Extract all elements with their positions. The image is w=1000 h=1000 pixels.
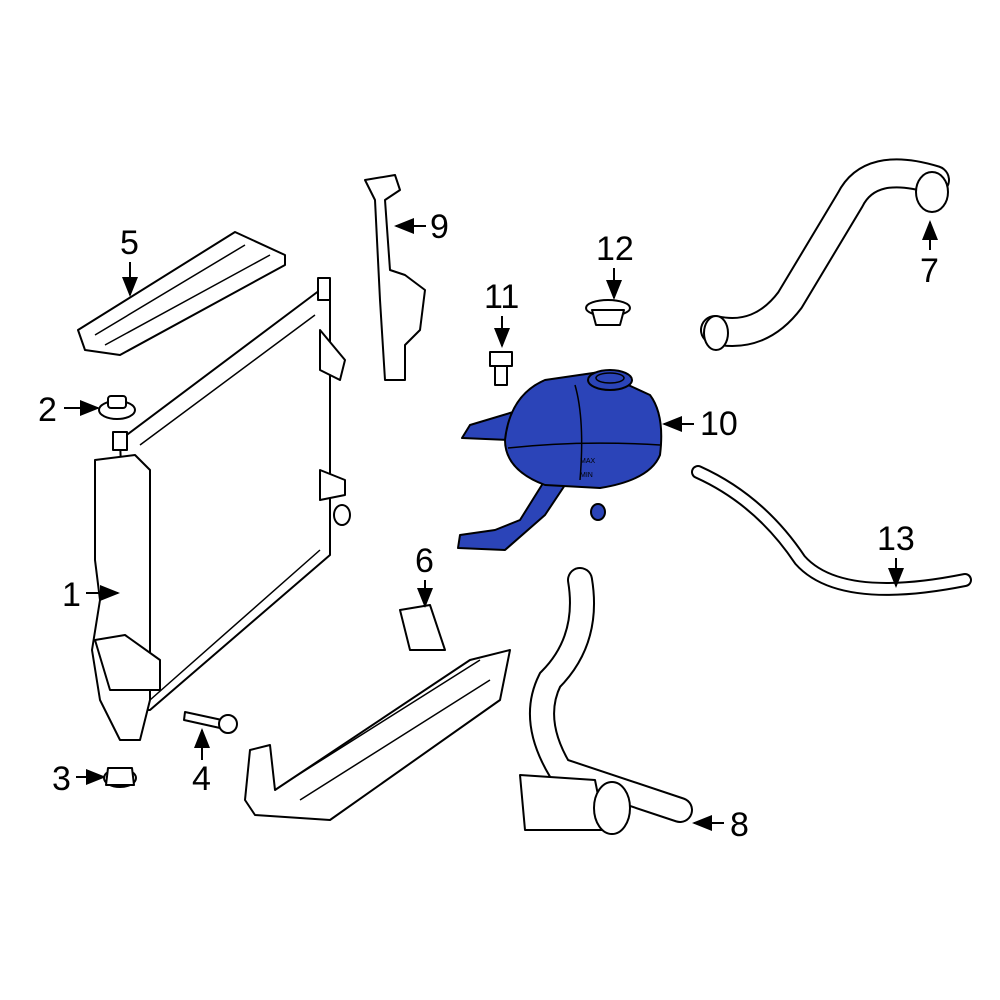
lower-air-deflector[interactable] bbox=[244, 604, 511, 821]
callout-8: 8 bbox=[692, 806, 749, 844]
svg-text:3: 3 bbox=[52, 760, 71, 798]
upper-insulator[interactable] bbox=[98, 395, 136, 420]
coolant-reservoir[interactable]: MAX MIN bbox=[457, 369, 663, 551]
callout-1: 1 bbox=[62, 576, 120, 614]
lower-radiator-hose[interactable] bbox=[519, 567, 693, 835]
upper-radiator-hose[interactable] bbox=[700, 158, 950, 351]
svg-text:5: 5 bbox=[120, 224, 139, 262]
callout-7: 7 bbox=[920, 220, 939, 290]
side-air-seal[interactable] bbox=[364, 174, 426, 381]
callout-4: 4 bbox=[192, 728, 211, 798]
drain-plug[interactable] bbox=[183, 711, 238, 734]
callout-5: 5 bbox=[120, 224, 139, 297]
callout-6: 6 bbox=[415, 542, 434, 608]
max-mark: MAX bbox=[580, 458, 596, 465]
callout-3: 3 bbox=[52, 760, 106, 798]
svg-text:6: 6 bbox=[415, 542, 434, 580]
callout-12: 12 bbox=[596, 230, 634, 300]
reservoir-bracket bbox=[457, 479, 566, 551]
reservoir-cap[interactable] bbox=[585, 299, 631, 326]
svg-text:10: 10 bbox=[700, 405, 738, 443]
svg-text:7: 7 bbox=[920, 252, 939, 290]
overflow-hose[interactable] bbox=[691, 465, 972, 596]
callout-9: 9 bbox=[394, 208, 449, 246]
reservoir-bolt[interactable] bbox=[489, 351, 513, 386]
lower-insulator[interactable] bbox=[103, 767, 137, 788]
callout-10: 10 bbox=[662, 405, 738, 443]
svg-text:12: 12 bbox=[596, 230, 634, 268]
callout-11: 11 bbox=[484, 278, 519, 348]
svg-text:8: 8 bbox=[730, 806, 749, 844]
reservoir-body bbox=[504, 371, 663, 489]
svg-text:2: 2 bbox=[38, 391, 57, 429]
svg-text:11: 11 bbox=[484, 278, 519, 316]
callout-2: 2 bbox=[38, 391, 100, 429]
svg-text:9: 9 bbox=[430, 208, 449, 246]
svg-text:13: 13 bbox=[877, 520, 915, 558]
upper-air-deflector[interactable] bbox=[77, 231, 286, 356]
min-mark: MIN bbox=[580, 472, 593, 479]
radiator[interactable] bbox=[91, 277, 351, 741]
callout-13: 13 bbox=[877, 520, 915, 588]
svg-text:1: 1 bbox=[62, 576, 81, 614]
svg-text:4: 4 bbox=[192, 760, 211, 798]
